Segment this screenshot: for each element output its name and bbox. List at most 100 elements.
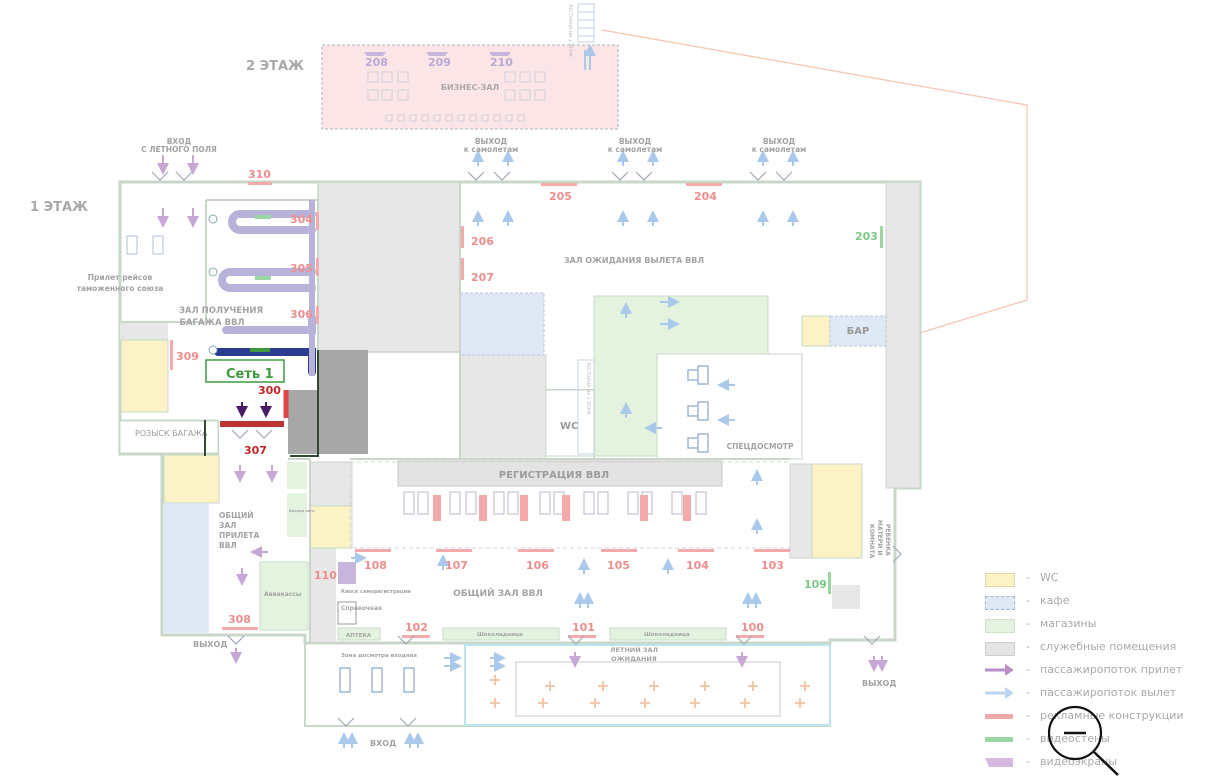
gate3-label-1: ВЫХОД [763,137,796,146]
arrival-flow-arrows [157,155,888,672]
legend-item-departure-flow: - пассажиропоток вылет [982,685,1212,708]
arrival-hall-label-2: ЗАЛ [219,521,236,530]
legend-label-ads: рекламные конструкции [1040,709,1184,722]
arrival-hall-label-1: ОБЩИЙ [219,511,254,520]
departure-hall-label: ЗАЛ ОЖИДАНИЯ ВЫЛЕТА ВВЛ [564,256,704,265]
arrival-flow-arrows-dark [236,402,272,418]
shop-avia-tickets[interactable] [259,561,309,631]
service-room-dark-2[interactable] [288,390,318,454]
legend-item-ads: - рекламные конструкции [982,708,1212,731]
legend-label-service: служебные помещения [1040,640,1177,653]
room-labels: ВХОД С ЛЕТНОГО ПОЛЯ ВЫХОД к самолетам ВЫ… [77,137,897,748]
summer-hall-label-1: ЛЕТНИЙ ЗАЛ [610,645,658,654]
shop-chocolate-2[interactable] [609,627,727,641]
legend-swatch-wc [985,573,1015,587]
stairs-top-label: ЛЕСТНИЦА НА 1 ЭТАЖ [567,4,573,57]
summer-hall-seats [490,675,810,708]
legend-item-video-walls: - видеостены [982,731,1212,754]
service-room-right[interactable] [885,181,921,489]
summer-hall-area[interactable] [515,661,781,717]
security-area[interactable] [656,353,803,460]
customs-label-1: Прилет рейсов [88,273,153,282]
cafe-bar[interactable] [829,315,887,347]
arrival-hall-label-4: ВВЛ [219,541,237,550]
business-hall-furniture [367,71,546,122]
departure-flow-arrows [338,150,799,748]
number-306: 306 [290,308,313,321]
service-room-110[interactable] [310,548,336,642]
video-screen-210 [489,52,511,56]
number-206: 206 [471,235,494,248]
legend-label-video-screens: видеоэкраны [1040,755,1118,768]
checkin-counters [403,491,707,515]
rent-car-label: Аренда авто [289,509,315,513]
service-room-mid[interactable] [459,354,547,460]
legend: - WC - кафе - магазины - служебные помещ… [982,570,1212,777]
network-label: Сеть 1 [226,367,274,382]
customs-gates [126,235,164,255]
wc-right[interactable] [811,463,863,559]
shop-rent[interactable] [287,493,307,537]
wc-left[interactable] [120,339,169,413]
service-room-check-right[interactable] [789,463,813,559]
video-screen-208 [364,52,386,56]
general-hall-label: ОБЩИЙ ЗАЛ ВВЛ [453,587,543,599]
service-room-below[interactable] [309,461,353,507]
video-walls [828,226,883,594]
stairs-flow-arrows [585,50,590,70]
entrance-label: ВХОД [370,739,396,748]
avia-tickets-label: Авиакассы [264,591,301,598]
legend-swatch-ads [985,714,1013,719]
ad-307-highlight [220,421,284,427]
number-309: 309 [176,350,199,363]
legend-swatch-shops [985,619,1015,633]
shop-chocolate-1[interactable] [442,627,560,641]
zoom-out-button[interactable] [1046,703,1122,779]
checkin-label: РЕГИСТРАЦИЯ ВВЛ [499,470,610,481]
cafe-arrival[interactable] [164,503,209,633]
security-scanners [339,365,709,693]
video-screen-icon [985,758,1013,767]
exit-left-label: ВЫХОД [193,640,227,649]
service-room-center[interactable] [317,181,461,353]
checkin-queue-zone [349,461,791,549]
lost-baggage-room[interactable] [119,420,219,454]
shop-small[interactable] [287,462,307,489]
info-desk[interactable] [337,601,357,625]
mother-child-label-1: КОМНАТА [868,524,875,559]
service-room-left[interactable] [120,322,168,340]
number-210: 210 [490,56,513,69]
network-zone[interactable] [205,359,285,383]
video-screen-209 [426,52,448,56]
wc-center[interactable] [545,389,595,457]
number-308: 308 [228,613,251,626]
service-room-dark[interactable] [318,350,368,454]
chocolate-1-label: Шоколадница [477,632,523,638]
lost-baggage-label: РОЗЫСК БАГАЖА [135,429,208,438]
internal-walls [120,182,831,727]
field-entrance-label-2: С ЛЕТНОГО ПОЛЯ [141,145,217,154]
number-209: 209 [428,56,451,69]
shop-pharmacy[interactable] [337,627,381,641]
cafe-departure[interactable] [459,292,545,356]
wc-lower[interactable] [163,454,220,504]
service-room-109[interactable] [832,585,860,609]
stairs-mid[interactable] [577,359,595,455]
number-204: 204 [694,190,717,203]
magnifier-handle [1093,751,1119,776]
video-wall-belt-1 [255,215,271,219]
number-100: 100 [741,621,764,634]
number-307: 307 [244,444,267,457]
legend-label-departure-flow: пассажиропоток вылет [1040,686,1177,699]
number-203: 203 [855,230,878,243]
arrival-hall-label-3: ПРИЛЕТА [219,531,260,540]
wc-service[interactable] [309,505,353,549]
checkin-desk-strip[interactable] [397,460,723,487]
doors [151,171,902,727]
mother-child-labels: КОМНАТА МАТЕРИ И РЕБЕНКА [868,520,891,559]
number-102: 102 [405,621,428,634]
gate2-label-2: к самолетам [608,145,663,154]
legend-item-arrival-flow: - пассажиропоток прилет [982,662,1212,685]
wc-bar[interactable] [801,315,831,347]
ad-numbers: 310 304 305 306 309 205 204 206 207 108 … [176,168,784,634]
